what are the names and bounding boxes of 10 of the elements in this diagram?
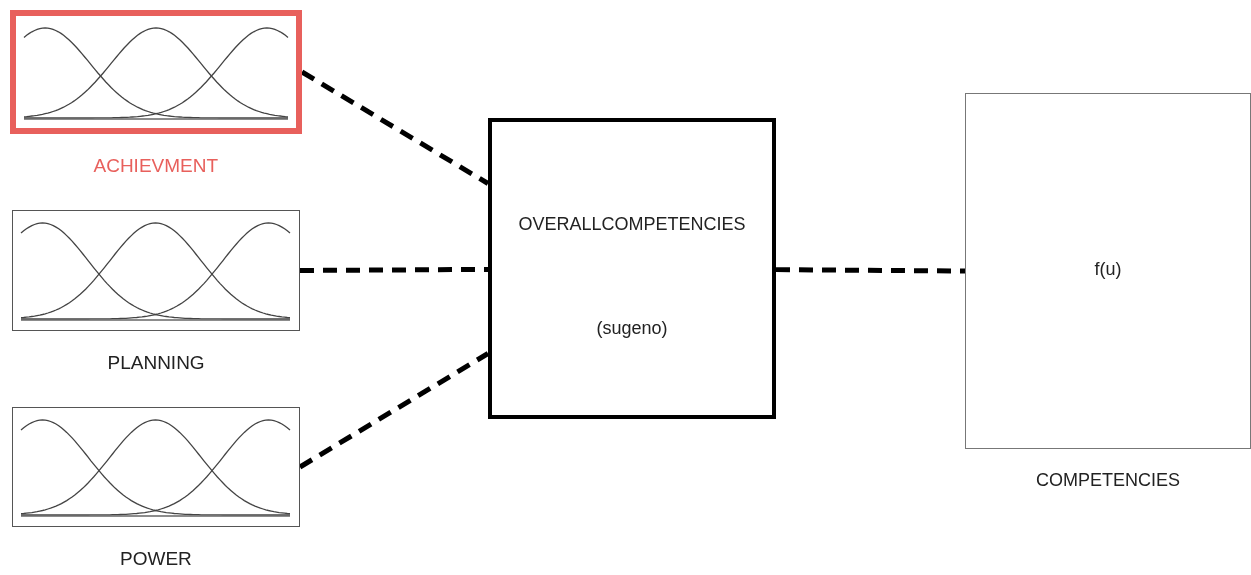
- output-label: COMPETENCIES: [1036, 470, 1181, 491]
- dashed-connector: [300, 266, 488, 273]
- method-label: (sugeno): [596, 318, 668, 339]
- dashed-connector: [776, 267, 965, 274]
- system-name: OVERALLCOMPETENCIES: [518, 214, 746, 235]
- input-label: PLANNING: [107, 352, 205, 374]
- input-label: POWER: [120, 548, 192, 570]
- dashed-connector: [298, 351, 490, 470]
- function-label: f(u): [1094, 259, 1122, 280]
- input-label: ACHIEVMENT: [93, 155, 219, 177]
